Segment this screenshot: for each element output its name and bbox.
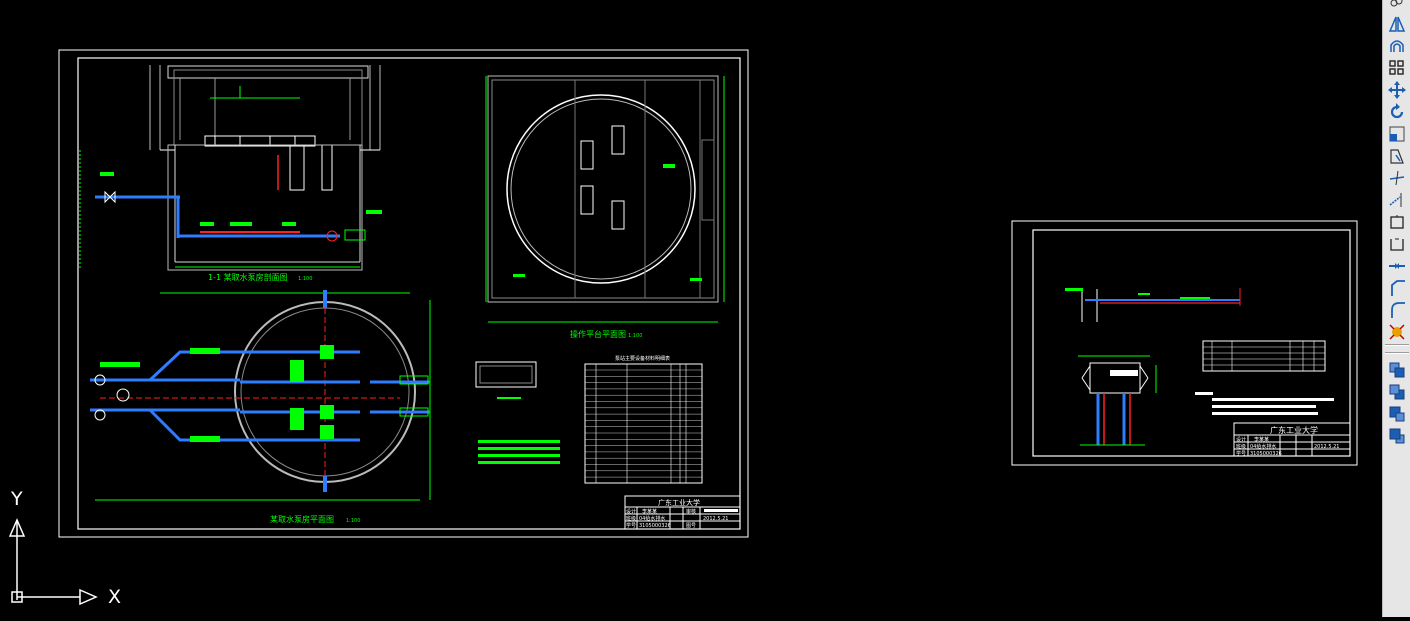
designer-label-2: 设计 — [1236, 436, 1246, 443]
class-label-1: 班级 — [626, 515, 636, 522]
offset-icon — [1390, 40, 1404, 52]
draworder-back-tool-button[interactable] — [1386, 382, 1408, 402]
array-tool-button[interactable] — [1386, 58, 1408, 78]
drawing-sheet-2: 广东工业大学 设计 李某某 班级 04给水排水 2012.5.21 学号 310… — [1011, 220, 1358, 466]
ucs-y-label: Y — [11, 488, 23, 510]
pump-plan-scale: 1:100 — [346, 518, 360, 524]
section-view — [79, 65, 382, 271]
equipment-table-title: 泵站主要设备材料明细表 — [615, 355, 670, 362]
join-icon — [1389, 263, 1405, 269]
support-detail — [1078, 355, 1157, 446]
rotate-icon — [1390, 103, 1404, 119]
section-title: 1-1 某取水泵房剖面图 — [208, 272, 288, 282]
designer-1: 李某某 — [642, 508, 657, 515]
scale-icon — [1389, 126, 1405, 142]
number-value-2: 3105000326 — [1250, 451, 1282, 457]
platform-plan-view — [485, 75, 725, 323]
date-1: 2012.5.21 — [703, 516, 728, 522]
draworder-front-tool-button[interactable] — [1386, 360, 1408, 380]
trim-tool-button[interactable] — [1386, 168, 1408, 188]
toolbar-separator — [1385, 352, 1409, 354]
date-2: 2012.5.21 — [1314, 444, 1339, 450]
drawing-sheet-1: 1-1 某取水泵房剖面图 1:100 — [58, 49, 749, 538]
modify-toolbar — [1382, 0, 1410, 617]
check-label-1: 审核 — [686, 508, 696, 515]
class-value-2: 04给水排水 — [1250, 443, 1276, 450]
designer-label-1: 设计 — [626, 508, 636, 515]
draworder-under-tool-button[interactable] — [1386, 426, 1408, 446]
school-name-2: 广东工业大学 — [1270, 425, 1318, 435]
stretch-tool-button[interactable] — [1386, 146, 1408, 166]
chamfer-tool-button[interactable] — [1386, 278, 1408, 298]
title-block-2 — [1233, 422, 1351, 457]
break-at-point-tool-button[interactable] — [1386, 212, 1408, 232]
break-tool-button[interactable] — [1386, 234, 1408, 254]
rotate-tool-button[interactable] — [1386, 102, 1408, 122]
draworder-front-icon — [1389, 362, 1405, 378]
scale-tool-button[interactable] — [1386, 124, 1408, 144]
draworder-back-icon — [1389, 384, 1405, 400]
stretch-icon — [1390, 149, 1404, 164]
pipe-detail — [1065, 288, 1241, 322]
copy-tool-button[interactable] — [1386, 0, 1408, 16]
move-icon — [1388, 81, 1406, 99]
pump-plan-title: 某取水泵房平面图 — [270, 514, 334, 524]
offset-tool-button[interactable] — [1386, 36, 1408, 56]
chamfer-icon — [1391, 280, 1405, 296]
mirror-icon — [1388, 16, 1406, 32]
platform-plan-scale: 1:100 — [628, 333, 642, 339]
fillet-icon — [1391, 302, 1405, 318]
number-value-1: 3105000326 — [639, 523, 671, 529]
notes-2 — [1195, 392, 1334, 415]
class-label-2: 班级 — [1236, 443, 1246, 450]
material-table-2 — [1202, 340, 1326, 372]
join-tool-button[interactable] — [1386, 256, 1408, 276]
number-label-1: 学号 — [626, 522, 636, 529]
section-scale: 1:100 — [298, 276, 312, 282]
sheet-label-1: 图号 — [686, 523, 696, 529]
explode-icon — [1389, 324, 1405, 340]
ucs-x-label: X — [108, 586, 122, 608]
class-value-1: 04给水排水 — [639, 515, 665, 522]
break-at-point-icon — [1390, 215, 1404, 229]
mirror-tool-button[interactable] — [1386, 14, 1408, 34]
fillet-tool-button[interactable] — [1386, 300, 1408, 320]
equipment-table — [584, 363, 703, 484]
number-label-2: 学号 — [1236, 450, 1246, 457]
move-tool-button[interactable] — [1386, 80, 1408, 100]
ucs-icon: Y X — [0, 480, 130, 617]
draworder-under-icon — [1389, 428, 1405, 444]
extend-icon — [1389, 193, 1402, 207]
trim-icon — [1389, 170, 1405, 186]
copy-icon — [1390, 0, 1403, 7]
draworder-above-icon — [1389, 406, 1405, 422]
detail-block — [475, 361, 560, 464]
title-block-1 — [624, 495, 741, 530]
pump-plan-view — [90, 290, 431, 501]
toolbar-separator — [1385, 344, 1409, 346]
extend-tool-button[interactable] — [1386, 190, 1408, 210]
array-icon — [1389, 60, 1404, 75]
draworder-above-tool-button[interactable] — [1386, 404, 1408, 424]
school-name-1: 广东工业大学 — [658, 498, 700, 507]
break-icon — [1390, 238, 1404, 251]
designer-2: 李某某 — [1254, 436, 1269, 443]
explode-tool-button[interactable] — [1386, 322, 1408, 342]
drawing-canvas[interactable]: 1-1 某取水泵房剖面图 1:100 — [0, 0, 1382, 617]
platform-plan-title: 操作平台平面图 — [570, 329, 626, 339]
